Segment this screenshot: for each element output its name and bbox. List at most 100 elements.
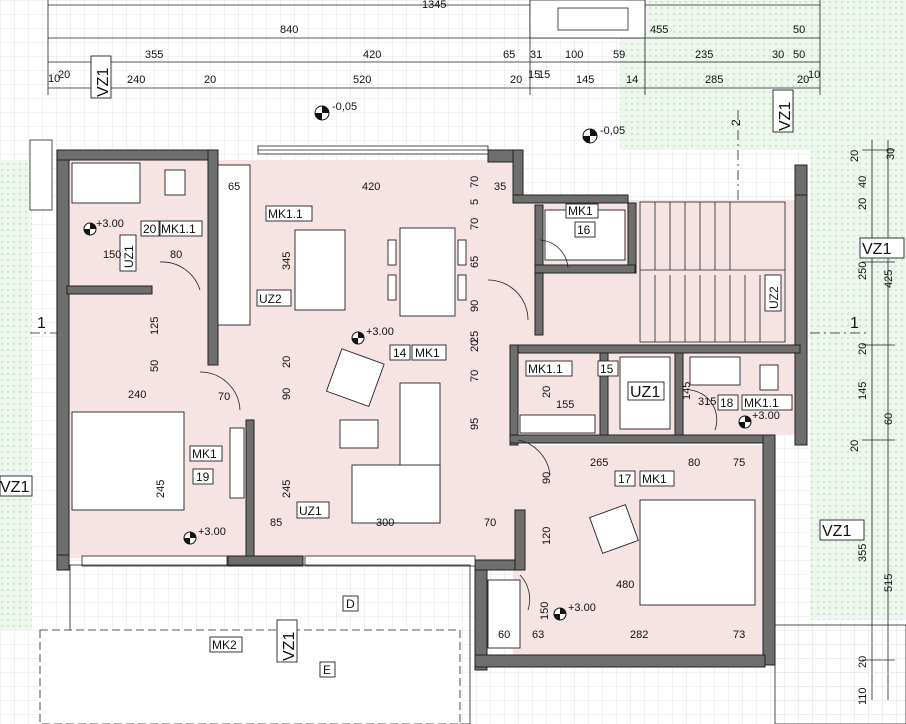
section-mark-1-right: 1 (850, 315, 859, 332)
dim-label: 40 (857, 176, 869, 188)
dim-label: 25 (469, 331, 481, 343)
dim-label: 85 (270, 517, 282, 529)
windows (29, 139, 489, 567)
section-mark-uz2: UZ2 (767, 286, 781, 309)
coffee-table (339, 419, 379, 449)
dim-label: 14 (626, 74, 638, 86)
dim-label: 300 (376, 517, 394, 529)
level-label: -0,05 (332, 101, 357, 113)
section-mark-2: 2 (729, 119, 743, 126)
dim-label: 265 (590, 457, 608, 469)
room-code: MK1.1 (744, 396, 779, 410)
kitchen-counter (217, 164, 251, 326)
dim-label: 155 (556, 399, 574, 411)
armchair (589, 504, 639, 554)
dim-label: 65 (228, 181, 240, 193)
section-mark-vz1: VZ1 (862, 241, 891, 258)
dim-label: 20 (510, 74, 522, 86)
room-code: MK1 (568, 204, 593, 218)
dim-label: 145 (681, 382, 693, 400)
wardrobe (229, 427, 245, 499)
dimension-lines (47, 0, 895, 700)
dim-label: 10 (48, 73, 60, 85)
terrace-code: MK2 (212, 638, 237, 652)
dim-label: 20 (204, 74, 216, 86)
section-mark-vz1: VZ1 (95, 68, 112, 97)
interior-dimensions: 65 420 70 35 5 70 345 65 90 25 20 125 70… (103, 176, 745, 641)
dim-label: 420 (363, 49, 381, 61)
section-mark-vz1: VZ1 (0, 479, 29, 496)
chair (457, 274, 467, 301)
double-bed (639, 499, 756, 606)
dim-label: 50 (149, 360, 161, 372)
dim-label: 20 (281, 356, 293, 368)
walls (56, 149, 808, 671)
dim-label: 75 (733, 457, 745, 469)
dim-label: 20 (541, 386, 553, 398)
room-code: MK1.1 (528, 362, 563, 376)
dim-label: 250 (857, 262, 869, 280)
bathtub (71, 162, 141, 204)
dining-table (399, 227, 456, 317)
room-code: MK1 (415, 346, 440, 360)
level-label: +3.00 (366, 326, 394, 338)
dim-label: 90 (469, 300, 481, 312)
room-code: MK1 (642, 472, 667, 486)
dim-label: 145 (857, 382, 869, 400)
chair (387, 239, 397, 266)
dim-label: 73 (733, 629, 745, 641)
section-mark-1-left: 1 (37, 315, 46, 332)
dim-label: 125 (149, 317, 161, 335)
dim-label: 150 (103, 249, 121, 261)
dim-label: 15 (528, 69, 540, 81)
dim-label: 345 (281, 252, 293, 270)
dim-label: 50 (793, 49, 805, 61)
dim-label: 425 (883, 270, 895, 288)
dim-label: 100 (565, 49, 583, 61)
room-tags: 20 MK1.1 14 MK1 MK1.1 MK1 16 15 MK1.1 18… (140, 203, 793, 487)
garden-left (0, 160, 32, 630)
dim-label: 20 (58, 69, 70, 81)
dim-label: 420 (362, 181, 380, 193)
level-label: +3.00 (198, 526, 226, 538)
dim-label: 245 (281, 480, 293, 498)
dim-label: 80 (688, 457, 700, 469)
dim-label: 70 (469, 176, 481, 188)
dim-label: 65 (503, 49, 515, 61)
dim-label: 240 (127, 74, 145, 86)
dim-label: 150 (539, 602, 551, 620)
room-number: 16 (577, 223, 591, 237)
dim-label: 70 (469, 370, 481, 382)
room-number: 17 (618, 472, 632, 486)
dim-label: 480 (616, 579, 634, 591)
dim-label: 315 (698, 396, 716, 408)
dim-label: 60 (498, 629, 510, 641)
level-markers: -0,05 -0,05 +3.00 +3.00 +3.00 +3.00 +3.0… (83, 101, 780, 621)
section-marks: VZ1 VZ1 VZ1 VZ1 VZ1 VZ1 UZ1 UZ1 UZ1 UZ2 … (0, 55, 905, 663)
section-mark-vz1: VZ1 (777, 102, 794, 131)
dim-label: 60 (883, 413, 895, 425)
bathtub (519, 414, 596, 434)
dim-label: 30 (885, 148, 897, 160)
section-mark-uz1: UZ1 (299, 504, 322, 518)
level-label: -0,05 (600, 125, 625, 137)
section-mark-vz1: VZ1 (281, 632, 298, 661)
dim-label: 455 (650, 24, 668, 36)
dim-label: 120 (541, 527, 553, 545)
section-mark-uz1: UZ1 (630, 384, 660, 401)
terrace-label-d: D (346, 597, 355, 611)
dim-label: 20 (797, 74, 809, 86)
dim-label: 59 (613, 49, 625, 61)
room-number: 14 (393, 346, 407, 360)
level-label: +3.00 (96, 218, 124, 230)
staircase (639, 201, 786, 343)
dim-label: 80 (170, 249, 182, 261)
dim-label: 245 (155, 480, 167, 498)
room-number: 20 (143, 222, 157, 236)
dim-label: 70 (469, 218, 481, 230)
dim-label: 90 (281, 388, 293, 400)
sink (689, 356, 741, 386)
toilet (759, 364, 779, 391)
level-label: +3.00 (752, 410, 780, 422)
